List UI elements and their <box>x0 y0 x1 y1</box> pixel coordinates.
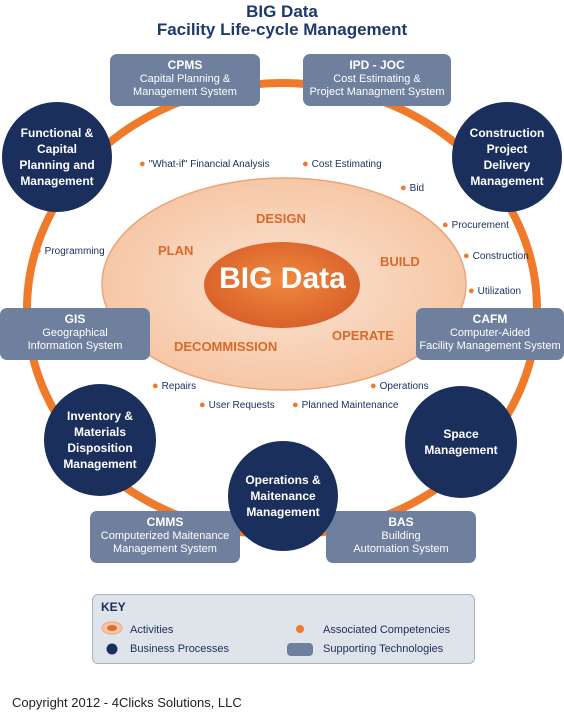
key-competencies-label: Associated Competencies <box>323 624 451 636</box>
title-line-2: Facility Life-cycle Management <box>156 20 408 39</box>
big-data-core <box>204 242 360 328</box>
legend-key: KEY Activities Associated Competencies B… <box>92 594 475 664</box>
competency-utilization: ●Utilization <box>468 285 521 297</box>
process-construction-delivery: Construction Project Delivery Management <box>452 102 562 212</box>
competency-swatch-icon <box>296 625 304 633</box>
process-operations-maintenance: Operations & Maitenance Management <box>228 441 338 551</box>
tech-cpms-line2: Management System <box>133 86 237 98</box>
competency-programming: ●Programming <box>35 245 105 257</box>
key-processes-label: Business Processes <box>130 643 230 655</box>
process-functional-line2: Capital <box>36 142 77 156</box>
competency-programming-label: Programming <box>44 246 105 257</box>
tech-cpms-title: CPMS <box>167 58 203 72</box>
process-inventory-line1: Inventory & <box>66 409 133 423</box>
process-space-line2: Management <box>424 443 498 457</box>
competency-planned-label: Planned Maintenance <box>301 400 399 411</box>
process-functional-line4: Management <box>20 174 94 188</box>
process-functional-line3: Planning and <box>19 158 95 172</box>
competency-operations: ●Operations <box>370 380 429 392</box>
tech-gis-line1: Geographical <box>42 327 108 339</box>
title-line-1: BIG Data <box>246 2 318 21</box>
process-construction-line3: Delivery <box>483 158 531 172</box>
competency-bullet-icon: ● <box>370 380 377 392</box>
process-operations-line3: Management <box>246 505 320 519</box>
process-construction-line4: Management <box>470 174 544 188</box>
phase-plan: PLAN <box>158 243 194 258</box>
tech-cmms-line2: Management System <box>113 543 217 555</box>
competency-cost-estimating: ●Cost Estimating <box>302 158 382 170</box>
process-functional-line1: Functional & <box>20 126 94 140</box>
tech-gis: GIS Geographical Information System <box>0 308 150 360</box>
competency-bullet-icon: ● <box>302 158 309 170</box>
competency-operations-label: Operations <box>379 381 429 392</box>
process-operations-line2: Maitenance <box>250 489 316 503</box>
competency-construction-label: Construction <box>472 251 529 262</box>
key-activities-label: Activities <box>130 624 174 636</box>
competency-bid-label: Bid <box>409 183 425 194</box>
phase-operate: OPERATE <box>332 328 394 343</box>
tech-ipd-line1: Cost Estimating & <box>333 73 421 85</box>
competency-bullet-icon: ● <box>139 158 146 170</box>
process-inventory-line2: Materials <box>73 425 126 439</box>
competency-utilization-label: Utilization <box>477 286 522 297</box>
competency-user-requests-label: User Requests <box>208 400 275 411</box>
tech-bas: BAS Building Automation System <box>326 511 476 563</box>
phase-build: BUILD <box>380 254 420 269</box>
competency-user-requests: ●User Requests <box>199 399 275 411</box>
competency-bullet-icon: ● <box>152 380 159 392</box>
competency-bullet-icon: ● <box>292 399 299 411</box>
tech-bas-line2: Automation System <box>353 543 449 555</box>
tech-gis-line2: Information System <box>27 340 123 352</box>
competency-bullet-icon: ● <box>468 285 475 297</box>
competency-bullet-icon: ● <box>463 250 470 262</box>
competency-cost-label: Cost Estimating <box>311 159 382 170</box>
tech-cafm-line1: Computer-Aided <box>449 327 531 339</box>
phase-design: DESIGN <box>256 211 306 226</box>
technology-swatch-icon <box>287 643 313 656</box>
big-data-label: BIG Data <box>219 262 346 295</box>
key-technologies-label: Supporting Technologies <box>323 643 444 655</box>
copyright: Copyright 2012 - 4Clicks Solutions, LLC <box>12 695 242 710</box>
process-operations-line1: Operations & <box>245 473 321 487</box>
activities-swatch-icon <box>101 621 123 635</box>
process-inventory-line3: Disposition <box>67 441 133 455</box>
competency-procurement: ●Procurement <box>442 219 509 231</box>
competency-construction: ●Construction <box>463 250 529 262</box>
tech-ipd-joc: IPD - JOC Cost Estimating & Project Mana… <box>303 54 451 106</box>
process-inventory-line4: Management <box>63 457 137 471</box>
tech-cafm-line2: Facility Management System <box>419 340 561 352</box>
competency-repairs-label: Repairs <box>161 381 197 392</box>
process-construction-line1: Construction <box>469 126 545 140</box>
tech-cafm: CAFM Computer-Aided Facility Management … <box>416 308 564 360</box>
tech-ipd-title: IPD - JOC <box>349 58 405 72</box>
process-swatch-icon <box>106 643 118 655</box>
process-inventory-materials: Inventory & Materials Disposition Manage… <box>44 384 156 496</box>
process-space-line1: Space <box>443 427 479 441</box>
competency-bullet-icon: ● <box>442 219 449 231</box>
competency-bid: ●Bid <box>400 182 424 194</box>
key-title: KEY <box>101 600 126 614</box>
tech-ipd-line2: Project Managment System <box>309 86 445 98</box>
competency-repairs: ●Repairs <box>152 380 196 392</box>
tech-bas-title: BAS <box>388 515 414 529</box>
competency-bullet-icon: ● <box>199 399 206 411</box>
process-space-management: Space Management <box>405 386 517 498</box>
tech-cafm-title: CAFM <box>472 312 508 326</box>
tech-cmms-title: CMMS <box>146 515 184 529</box>
competency-bullet-icon: ● <box>400 182 407 194</box>
tech-cmms: CMMS Computerized Maitenance Management … <box>90 511 240 563</box>
phase-decommission: DECOMMISSION <box>174 339 278 354</box>
process-construction-line2: Project <box>486 142 528 156</box>
competency-bullet-icon: ● <box>35 245 42 257</box>
competency-whatif: ●"What-if" Financial Analysis <box>139 158 270 170</box>
competency-planned-maintenance: ●Planned Maintenance <box>292 399 398 411</box>
competency-procurement-label: Procurement <box>451 220 509 231</box>
tech-cmms-line1: Computerized Maitenance <box>100 530 230 542</box>
process-functional-capital-planning: Functional & Capital Planning and Manage… <box>2 102 112 212</box>
tech-bas-line1: Building <box>381 530 421 542</box>
tech-cpms: CPMS Capital Planning & Management Syste… <box>110 54 260 106</box>
competency-whatif-label: "What-if" Financial Analysis <box>148 159 270 170</box>
tech-gis-title: GIS <box>64 312 86 326</box>
tech-cpms-line1: Capital Planning & <box>139 73 231 85</box>
